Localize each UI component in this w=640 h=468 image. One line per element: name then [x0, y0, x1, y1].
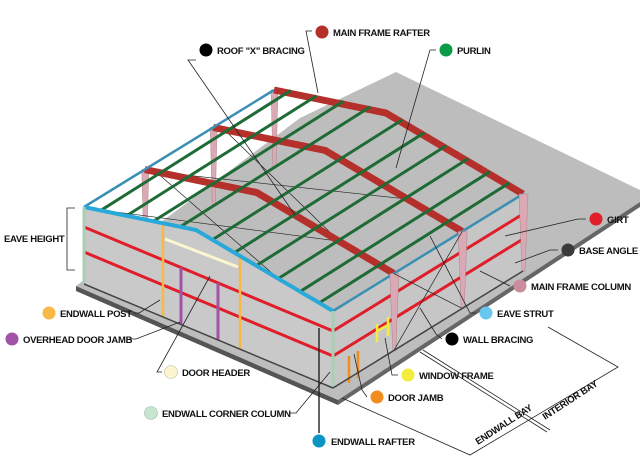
roof-x-bracing-dot	[199, 43, 213, 57]
purlin	[211, 118, 404, 241]
eave-strut	[83, 88, 275, 209]
window-frame	[376, 323, 389, 333]
main-frame-column	[389, 273, 400, 351]
bay-dimensions: ENDWALL BAY INTERIOR BAY	[341, 326, 619, 456]
label-base-angle: BASE ANGLE	[514, 243, 638, 264]
purlin-label: PURLIN	[457, 46, 491, 57]
purlin	[125, 94, 318, 218]
main-frame-column-dot	[513, 279, 527, 293]
door-jamb-label: DOOR JAMB	[388, 393, 444, 404]
interior-bay-label: INTERIOR BAY	[541, 378, 601, 422]
label-main-frame-rafter: MAIN FRAME RAFTER	[305, 25, 430, 94]
main-frame-column-label: MAIN FRAME COLUMN	[531, 282, 631, 293]
girt	[83, 250, 334, 358]
main-frame-column	[518, 193, 529, 272]
purlin	[318, 181, 511, 305]
endwall-post-label: ENDWALL POST	[60, 309, 132, 320]
roof-x-bracing	[224, 129, 340, 242]
label-endwall-corner-column: ENDWALL CORNER COLUMN	[144, 371, 331, 420]
door-header-label: DOOR HEADER	[182, 368, 250, 379]
label-window-frame: WINDOW FRAME	[384, 337, 494, 382]
endwall-bay-label: ENDWALL BAY	[474, 402, 536, 447]
eave-strut-dot	[479, 306, 493, 320]
girt-dot	[589, 212, 603, 226]
girt	[332, 237, 524, 358]
label-endwall-rafter: ENDWALL RAFTER	[312, 328, 415, 448]
door-header	[164, 237, 239, 269]
wall-bracing-label: WALL BRACING	[463, 335, 533, 346]
main-frame-rafter-dot	[315, 25, 329, 39]
label-roof-x-bracing: ROOF "X" BRACING	[187, 43, 305, 216]
door-header-dot	[164, 365, 178, 379]
purlin	[233, 131, 426, 254]
purlin	[179, 105, 372, 229]
purlin	[152, 99, 345, 223]
main-frame-rafter-label: MAIN FRAME RAFTER	[333, 28, 430, 39]
girt-label: GIRT	[607, 215, 629, 226]
purlin	[99, 89, 292, 212]
base-angle-label: BASE ANGLE	[579, 246, 638, 257]
base-angle-dot	[561, 243, 575, 257]
slab-edge	[76, 286, 338, 405]
main-frame-rafter	[212, 124, 464, 235]
label-eave-height: EAVE HEIGHT	[4, 207, 75, 271]
wall-bracing-dot	[445, 332, 459, 346]
label-door-header: DOOR HEADER	[156, 275, 251, 379]
purlin-dot	[439, 43, 453, 57]
base-angle	[83, 283, 334, 389]
endwall-corner-column-dot	[144, 406, 158, 420]
purlin	[299, 170, 491, 293]
label-eave-strut: EAVE STRUT	[429, 235, 554, 320]
endwall-rafter-dot	[312, 434, 326, 448]
label-girt: GIRT	[504, 212, 629, 237]
roof-x-bracing-label: ROOF "X" BRACING	[217, 46, 305, 57]
label-endwall-post: ENDWALL POST	[42, 299, 161, 320]
endwall-rafter	[83, 205, 335, 313]
label-main-frame-column: MAIN FRAME COLUMN	[479, 270, 632, 293]
window-frame-dot	[401, 368, 415, 382]
endwall-corner-column-label: ENDWALL CORNER COLUMN	[162, 409, 291, 420]
door-jamb-dot	[370, 390, 384, 404]
eave-height-label: EAVE HEIGHT	[4, 234, 65, 245]
base-angle	[332, 270, 524, 389]
overhead-door-jamb-label: OVERHEAD DOOR JAMB	[23, 335, 133, 346]
label-wall-bracing: WALL BRACING	[419, 307, 533, 346]
overhead-door-jamb-dot	[5, 332, 19, 346]
main-frame-rafter	[144, 166, 396, 277]
eave-strut	[332, 192, 524, 313]
label-purlin: PURLIN	[395, 43, 491, 169]
roof-x-bracing	[155, 171, 279, 279]
endwall-rafter-label: ENDWALL RAFTER	[331, 437, 415, 448]
window-frame-label: WINDOW FRAME	[419, 371, 494, 382]
endwall-post-dot	[42, 306, 56, 320]
main-frame-column	[457, 231, 468, 309]
label-door-jamb: DOOR JAMB	[353, 353, 444, 404]
wall-bracing	[393, 231, 463, 351]
eave-strut-label: EAVE STRUT	[497, 309, 554, 320]
girt	[332, 212, 524, 333]
label-overhead-door-jamb: OVERHEAD DOOR JAMB	[5, 321, 181, 346]
purlin	[255, 144, 448, 267]
purlin	[277, 157, 470, 280]
